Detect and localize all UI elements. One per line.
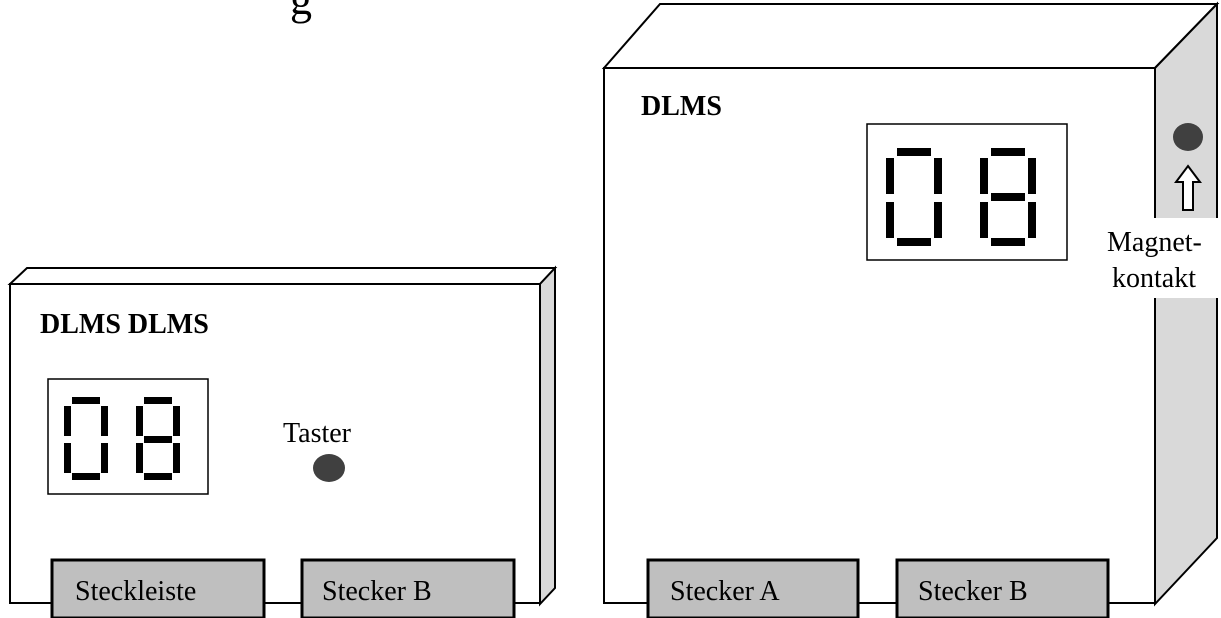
- device-large-top-face: [601, 3, 1220, 69]
- device-large-title: DLMS: [641, 91, 722, 122]
- connector-stecker-b-large-label: Stecker B: [918, 576, 1028, 607]
- connector-steckleiste-label: Steckleiste: [75, 576, 196, 607]
- magnet-label-line1: Magnet-: [1107, 227, 1202, 258]
- device-small-digit-0: [64, 397, 108, 480]
- device-large-side-face: [1154, 1, 1218, 607]
- device-small-front-face: [9, 283, 541, 604]
- device-small: DLMS DLMS Taster Steckleiste Stecker B: [7, 265, 558, 618]
- arrow-up-icon: [1174, 164, 1202, 211]
- taster-label: Taster: [283, 418, 352, 449]
- connector-stecker-a: [646, 558, 860, 618]
- taster-button[interactable]: [313, 454, 345, 482]
- device-small-top-face: [7, 267, 558, 285]
- connector-stecker-a-label: Stecker A: [670, 576, 780, 607]
- device-large: DLMS Magnet- kontakt Stecker A Stecker: [601, 1, 1221, 618]
- magnet-label-line2: kontakt: [1112, 263, 1196, 294]
- connector-steckleiste: [50, 558, 266, 618]
- device-small-side-face: [539, 265, 556, 607]
- magnet-contact-led: [1173, 123, 1203, 151]
- connector-stecker-b-small-label: Stecker B: [322, 576, 432, 607]
- device-large-digit-0: [886, 148, 942, 246]
- device-small-digit-8: [136, 397, 180, 480]
- connector-stecker-b-small: [300, 558, 516, 618]
- magnet-label-background: [1098, 218, 1221, 298]
- connector-stecker-b-large: [895, 558, 1110, 618]
- device-large-digit-8: [980, 148, 1036, 246]
- heading-fragment: g: [290, 0, 312, 24]
- device-small-title: DLMS DLMS: [40, 309, 209, 340]
